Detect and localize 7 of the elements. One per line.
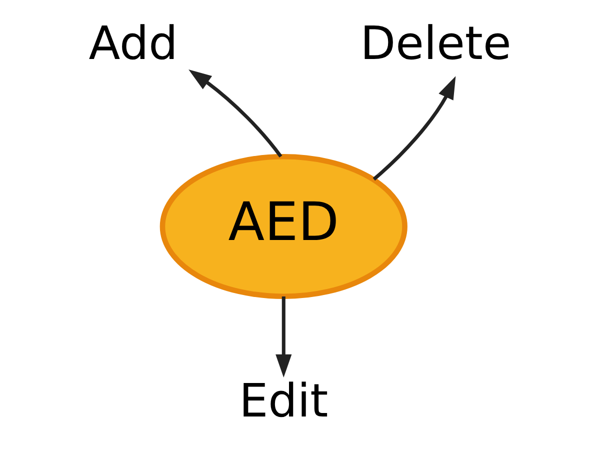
- arrow: [372, 76, 456, 181]
- arrow: [276, 296, 292, 378]
- node-text: Edit: [239, 373, 328, 428]
- arrow: [188, 69, 282, 158]
- node-text: Add: [88, 16, 178, 70]
- node-ellipse: AED: [160, 154, 408, 299]
- node-text: Delete: [360, 16, 512, 70]
